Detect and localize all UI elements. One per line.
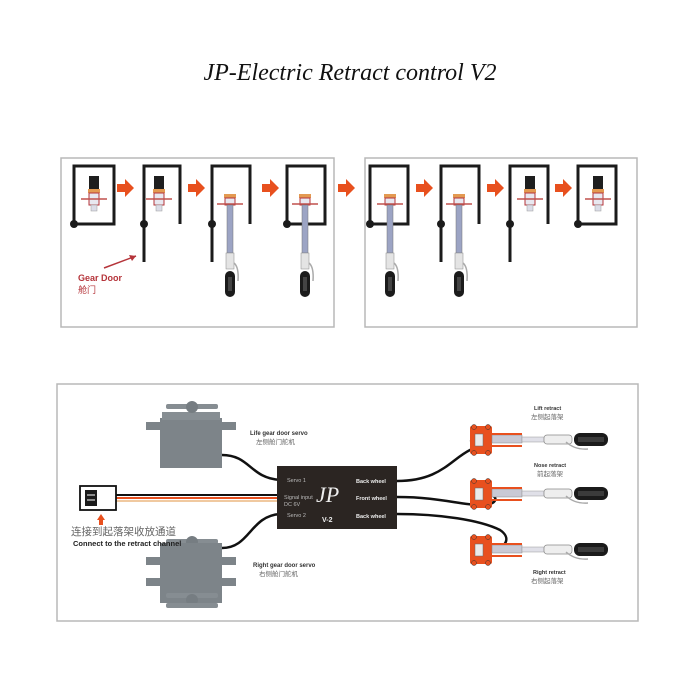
signal-cable (115, 494, 280, 502)
page-title: JP-Electric Retract control V2 (203, 60, 497, 86)
port-signal: Signal input (284, 495, 313, 501)
step-retracted-closed (574, 164, 618, 228)
sequence-panel-extend: Gear Door 舱门 (60, 157, 335, 328)
servo1-cable (221, 453, 281, 482)
nose-retract-label-en: Nose retract (534, 463, 566, 469)
step-retracted-closed (70, 164, 116, 228)
servo2-cable (221, 512, 281, 550)
step-door-open (140, 164, 182, 262)
left-retract-label-en: Lift retract (534, 406, 561, 412)
step-gear-retracted-door-open (506, 164, 550, 262)
controller-logo: JP (316, 482, 339, 507)
right-servo-label-en: Right gear door servo (253, 563, 316, 569)
arrow-icon (338, 179, 355, 197)
right-retract-label-cn: 右侧起落架 (531, 576, 564, 585)
left-servo-label-en: Life gear door servo (250, 431, 308, 437)
controller-model: V-2 (322, 517, 333, 524)
sequence-panel-retract (364, 157, 638, 328)
port-servo1: Servo 1 (287, 478, 306, 484)
connect-label-en: Connect to the retract channel (73, 539, 181, 548)
step-gear-extended-door-open (208, 164, 252, 298)
port-front-wheel: Front wheel (356, 496, 387, 502)
gear-door-label-en: Gear Door (78, 273, 123, 283)
step-gear-extended-door-closed (366, 164, 410, 298)
port-dc: DC 6V (284, 502, 301, 508)
port-back-wheel-2: Back wheel (356, 514, 386, 520)
connect-label-cn: 连接到起落架收放通道 (71, 525, 176, 538)
wiring-panel: 连接到起落架收放通道 Connect to the retract channe… (56, 383, 639, 622)
port-back-wheel-1: Back wheel (356, 479, 386, 485)
gear-door-label-cn: 舱门 (78, 284, 96, 295)
step-gear-extended-door-closed (283, 164, 327, 298)
nose-retract-label-cn: 前起落架 (537, 469, 564, 478)
step-door-open-gear-extended (437, 164, 481, 298)
controller-box: Servo 1 Signal input DC 6V Servo 2 JP V-… (277, 466, 397, 529)
left-servo-label-cn: 左侧舱门舵机 (256, 437, 296, 446)
right-servo-label-cn: 右侧舱门舵机 (259, 569, 299, 578)
port-servo2: Servo 2 (287, 513, 306, 519)
right-retract-label-en: Right retract (533, 570, 566, 576)
up-arrow-icon (97, 514, 105, 525)
right-door-servo (146, 543, 236, 608)
signal-connector (79, 485, 117, 511)
left-retract-label-cn: 左侧起落架 (531, 412, 564, 421)
